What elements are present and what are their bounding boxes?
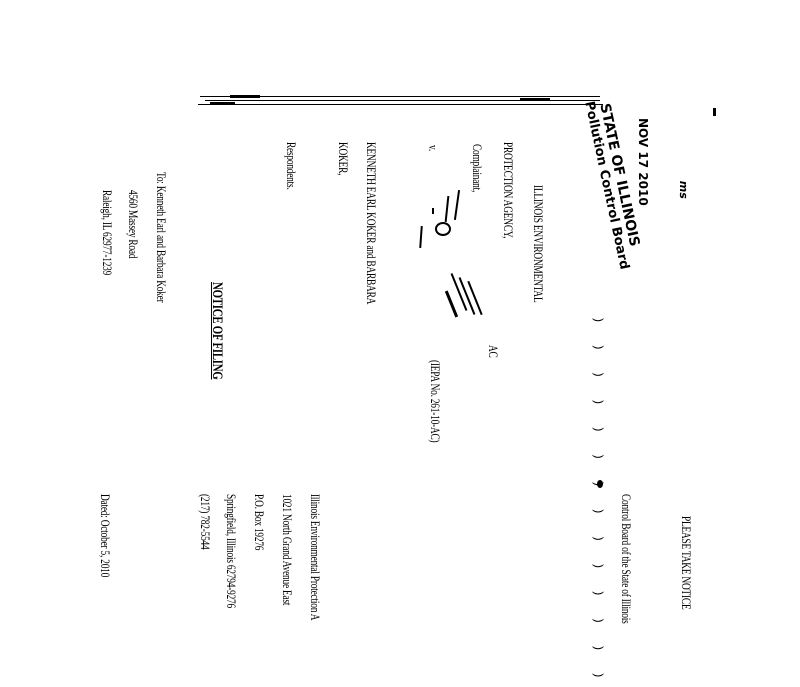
bullet-mark xyxy=(597,480,603,488)
caption-rule-thick-2 xyxy=(520,98,550,100)
stamp-mark xyxy=(713,108,716,116)
handwritten-case-number-stroke-1 xyxy=(453,190,461,220)
caption-rule-mid xyxy=(205,100,600,101)
respondent-role: Respondents. xyxy=(284,142,299,190)
handwritten-case-number-dash xyxy=(432,208,434,214)
document-title: NOTICE OF FILING xyxy=(209,282,225,380)
to-address-line1: To: Kenneth Earl and Barbara Koker xyxy=(154,172,169,303)
from-address-line3: P.O. Box 19276 xyxy=(252,494,267,551)
redaction-mark-3 xyxy=(467,280,483,316)
body-line-2: Control Board of the State of Illinois xyxy=(619,494,634,624)
caption-rule-bottom xyxy=(198,104,603,105)
complainant-name-line1: ILLINOIS ENVIRONMENTAL xyxy=(531,185,546,303)
dated-line: Dated: October 5, 2010 xyxy=(98,494,113,578)
from-address-line5: (217) 782-5544 xyxy=(198,494,213,550)
complainant-name-line2: PROTECTION AGENCY, xyxy=(501,142,516,239)
received-date-stamp: NOV 17 2010 xyxy=(636,118,650,206)
versus: v. xyxy=(426,145,441,151)
caption-rule-thick-3 xyxy=(210,102,235,104)
to-address-line3: Raleigh, IL 62977-1239 xyxy=(100,190,115,276)
caption-rule-thick-1 xyxy=(230,95,260,98)
to-address-line2: 4560 Massey Road xyxy=(126,190,141,259)
caption-parens: ) ) ) ) ) ) ) ) ) ) ) ) ) ) xyxy=(592,318,606,687)
case-type: AC xyxy=(486,345,501,358)
handwritten-case-number-stroke-2 xyxy=(444,195,450,223)
from-address-line4: Springfield, Illinois 62794-9276 xyxy=(224,494,239,608)
body-line-1: PLEASE TAKE NOTICE xyxy=(679,516,694,610)
caption-rule-top xyxy=(200,96,600,97)
from-address-line2: 1021 North Grand Avenue East xyxy=(280,494,295,606)
redaction-mark-4 xyxy=(444,290,459,318)
iepa-number: (IEPA No. 261-10-AC) xyxy=(428,360,443,443)
complainant-role: Complainant, xyxy=(470,144,485,193)
stamp-initials: ms xyxy=(677,179,690,201)
respondent-name-line2: KOKER, xyxy=(336,142,351,176)
respondent-name-line1: KENNETH EARL KOKER and BARBARA xyxy=(364,142,379,305)
handwritten-case-number-nine xyxy=(435,222,451,236)
handwritten-case-number-tail xyxy=(419,225,423,249)
from-address-line1: Illinois Environmental Protection A xyxy=(308,494,323,621)
